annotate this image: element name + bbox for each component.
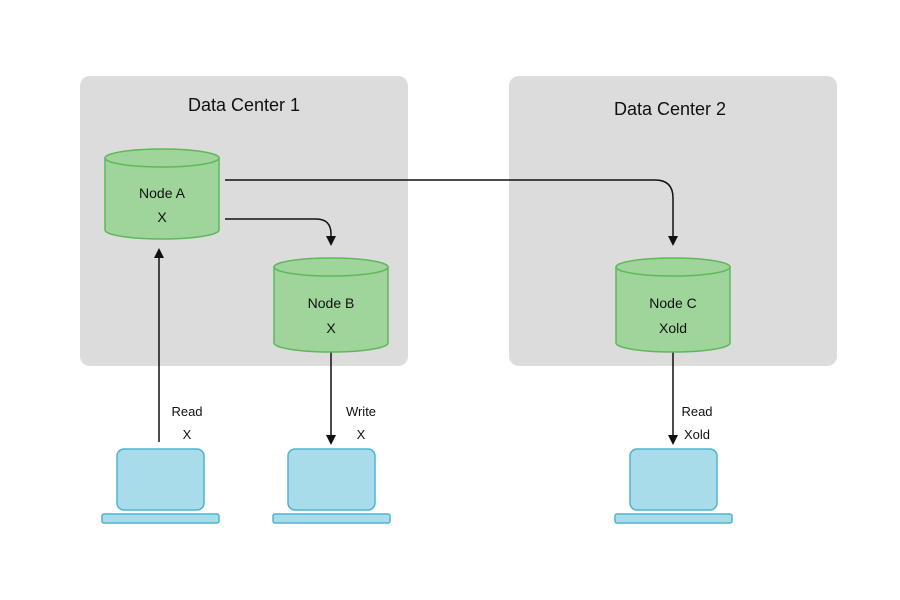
client-laptop-2 <box>272 448 391 524</box>
replication-arrow-a-to-c <box>225 179 678 246</box>
read-a-label: Read <box>171 404 202 419</box>
node-c-value: Xold <box>659 320 687 336</box>
write-b-label: Write <box>346 404 376 419</box>
laptop-3-base-icon <box>614 513 733 524</box>
read-a-value: X <box>183 427 192 442</box>
node-a-cylinder-top <box>104 148 220 168</box>
laptop-3-screen-icon <box>629 448 718 511</box>
node-b-value: X <box>326 320 336 336</box>
datacenter-1-title: Data Center 1 <box>188 95 300 115</box>
node-b-cylinder-top <box>273 257 389 277</box>
laptop-2-screen-icon <box>287 448 376 511</box>
node-b: Node B X <box>273 257 389 353</box>
node-c-name: Node C <box>649 295 696 311</box>
datacenter-2-title: Data Center 2 <box>614 99 726 119</box>
laptop-2-base-icon <box>272 513 391 524</box>
node-c-cylinder-top <box>615 257 731 277</box>
client-laptop-1 <box>101 448 220 524</box>
node-c-cylinder-icon <box>615 266 731 353</box>
node-c: Node C Xold <box>615 257 731 353</box>
node-a-value: X <box>157 209 167 225</box>
node-a-cylinder-icon <box>104 157 220 240</box>
write-b-value: X <box>357 427 366 442</box>
read-c-label: Read <box>681 404 712 419</box>
node-a-name: Node A <box>139 185 186 201</box>
laptop-1-base-icon <box>101 513 220 524</box>
node-b-name: Node B <box>308 295 355 311</box>
replication-arrow-a-to-b <box>225 218 336 246</box>
node-b-cylinder-icon <box>273 266 389 353</box>
laptop-1-screen-icon <box>116 448 205 511</box>
read-c-value: Xold <box>684 427 710 442</box>
client-laptop-3 <box>614 448 733 524</box>
node-a: Node A X <box>104 148 220 240</box>
